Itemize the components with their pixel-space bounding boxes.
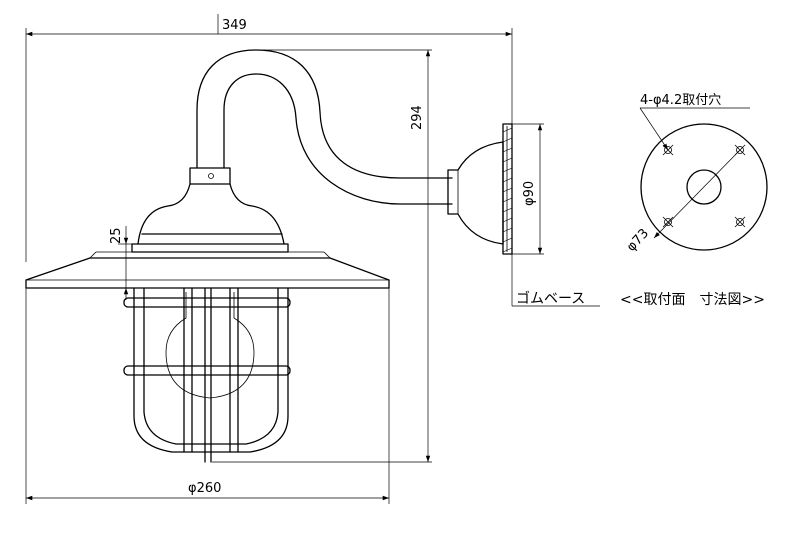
dim-height-total: 294 (410, 105, 425, 130)
dim-top-offset: 25 (109, 227, 124, 244)
rubber-base-hatch (502, 127, 513, 253)
gooseneck-arm (196, 49, 453, 205)
mount-hole (662, 216, 674, 228)
dim-width-total: 349 (222, 18, 247, 33)
wall-base (447, 123, 513, 255)
lamp-side-view (25, 49, 513, 463)
lamp-cage (123, 287, 291, 463)
mount-holes-label: 4-φ4.2取付穴 (640, 93, 721, 108)
dim-hole-pitch: φ73 (624, 226, 652, 255)
rubber-base-label: ゴムベース (516, 290, 585, 307)
dim-base-diameter: φ90 (522, 181, 537, 206)
shade-hood (131, 167, 289, 253)
mounting-face-view: φ73 4-φ4.2取付穴 <<取付面 寸法図>> (620, 93, 768, 308)
dim-shade-diameter: φ260 (188, 481, 221, 496)
mount-view-title: <<取付面 寸法図>> (620, 292, 765, 308)
lamp-shade (25, 251, 390, 289)
dimension-lines: 349 294 25 φ260 φ90 ゴムベース (25, 14, 600, 504)
mount-hole (734, 216, 746, 228)
